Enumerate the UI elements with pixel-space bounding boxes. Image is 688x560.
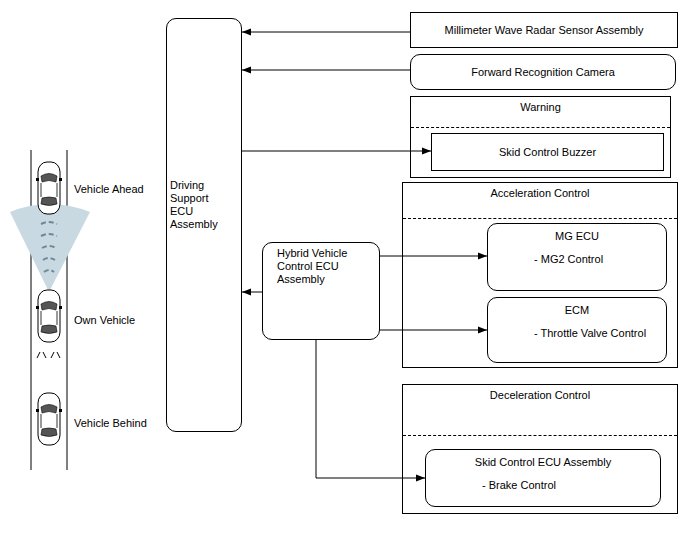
ecu-box: MG ECU- MG2 Control [487, 223, 667, 291]
node-title: Skid Control ECU Assembly [426, 450, 660, 469]
dashed-divider [403, 435, 677, 436]
road-edge [67, 150, 68, 470]
node-title: Driving Support ECU Assembly [170, 179, 228, 231]
node-title: Millimeter Wave Radar Sensor Assembly [411, 13, 677, 37]
connector-arrow [242, 151, 431, 152]
dashed-divider [411, 127, 670, 128]
dashed-divider [403, 218, 677, 219]
node-detail: - Throttle Valve Control [488, 317, 666, 340]
node-detail: - MG2 Control [488, 243, 666, 266]
connector-arrow [242, 70, 410, 71]
connector-arrow [242, 292, 262, 293]
node-title: Forward Recognition Camera [411, 55, 675, 79]
ecu-box: Driving Support ECU Assembly [166, 18, 242, 432]
node-title: Deceleration Control [403, 385, 677, 402]
ecu-box: Hybrid Vehicle Control ECU Assembly [262, 242, 380, 340]
node-title: Skid Control Buzzer [432, 134, 663, 159]
radar-beam [10, 204, 90, 292]
sensor-box: Millimeter Wave Radar Sensor Assembly [410, 12, 678, 48]
own-vehicle-car [36, 290, 62, 342]
ecu-box: ECM- Throttle Valve Control [487, 297, 667, 363]
motion-marks [37, 352, 60, 358]
deceleration-group: Deceleration ControlSkid Control ECU Ass… [402, 384, 678, 514]
node-title: Hybrid Vehicle Control ECU Assembly [263, 243, 367, 286]
ecu-box: Skid Control ECU Assembly- Brake Control [425, 449, 661, 507]
node-title: Acceleration Control [403, 183, 677, 200]
vehicle-label: Own Vehicle [74, 314, 135, 327]
connector-arrow [242, 32, 410, 33]
node-title: ECM [488, 298, 666, 317]
node-title: Warning [411, 97, 670, 114]
buzzer-box: Skid Control Buzzer [431, 133, 664, 171]
acceleration-group: Acceleration ControlMG ECU- MG2 ControlE… [402, 182, 678, 368]
vehicle-label: Vehicle Ahead [74, 183, 144, 196]
vehicle-label: Vehicle Behind [74, 417, 147, 430]
road-edge [31, 150, 32, 470]
node-title: MG ECU [488, 224, 666, 243]
vehicle-ahead-car [36, 162, 62, 214]
node-detail: - Brake Control [426, 469, 660, 492]
vehicle-behind-car [36, 393, 62, 445]
warning-group: WarningSkid Control Buzzer [410, 96, 671, 178]
radar-waves [41, 222, 57, 272]
camera-box: Forward Recognition Camera [410, 54, 676, 90]
